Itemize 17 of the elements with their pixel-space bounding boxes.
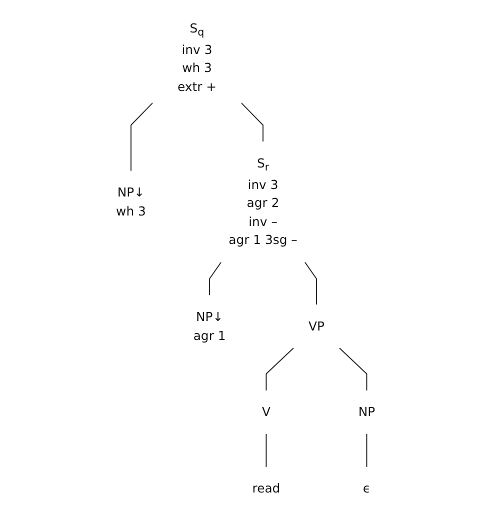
node-text: V	[262, 404, 271, 420]
node-text: VP	[308, 318, 325, 334]
connector	[366, 433, 368, 468]
connector	[304, 262, 318, 306]
node-text: NP↓ agr 1	[194, 309, 226, 343]
connector	[209, 262, 222, 296]
connector	[266, 433, 268, 468]
node-text: S$_{r}$ inv 3 agr 2 inv – agr 1 3sg –	[229, 156, 298, 248]
connector	[130, 102, 154, 172]
node-text: NP↓ wh 3	[116, 184, 146, 218]
connector	[339, 348, 368, 391]
node-text: ϵ	[363, 481, 371, 496]
connector	[241, 102, 264, 142]
connector	[266, 348, 294, 391]
node-text: S$_{q}$ inv 3 wh 3 extr +	[178, 20, 217, 94]
node-text: NP	[358, 404, 376, 420]
node-text: read	[252, 481, 281, 496]
